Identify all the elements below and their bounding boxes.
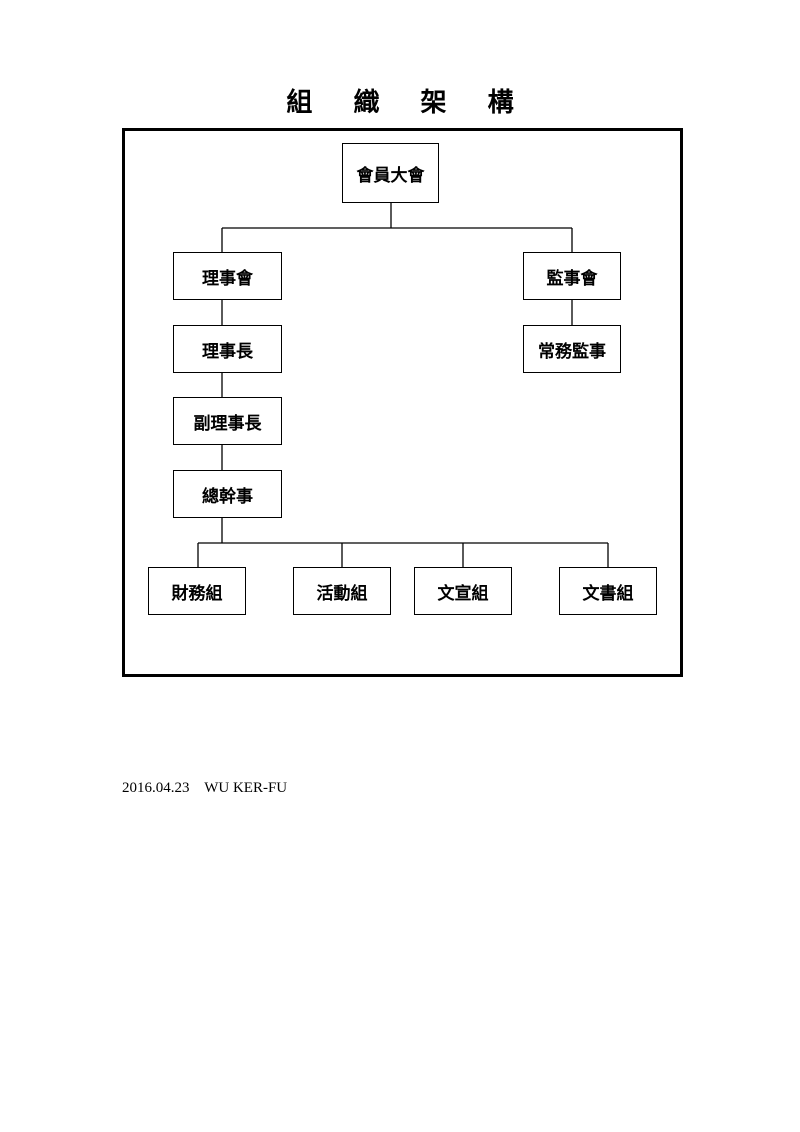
node-secretary-general: 總幹事	[173, 470, 282, 518]
chart-frame	[122, 128, 683, 677]
footer-date: 2016.04.23	[122, 780, 190, 796]
page-title: 組 織 架 構	[286, 88, 530, 118]
node-finance-group: 財務組	[148, 567, 246, 615]
node-documents-group: 文書組	[559, 567, 657, 615]
node-activities-group: 活動組	[293, 567, 391, 615]
footer: 2016.04.23 WU KER-FU	[122, 780, 287, 797]
node-chairman: 理事長	[173, 325, 282, 373]
node-general-assembly: 會員大會	[342, 143, 439, 203]
node-board-of-supervisors: 監事會	[523, 252, 621, 300]
footer-author: WU KER-FU	[204, 780, 288, 796]
node-board-of-directors: 理事會	[173, 252, 282, 300]
node-standing-supervisor: 常務監事	[523, 325, 621, 373]
node-publicity-group: 文宣組	[414, 567, 512, 615]
node-vice-chairman: 副理事長	[173, 397, 282, 445]
